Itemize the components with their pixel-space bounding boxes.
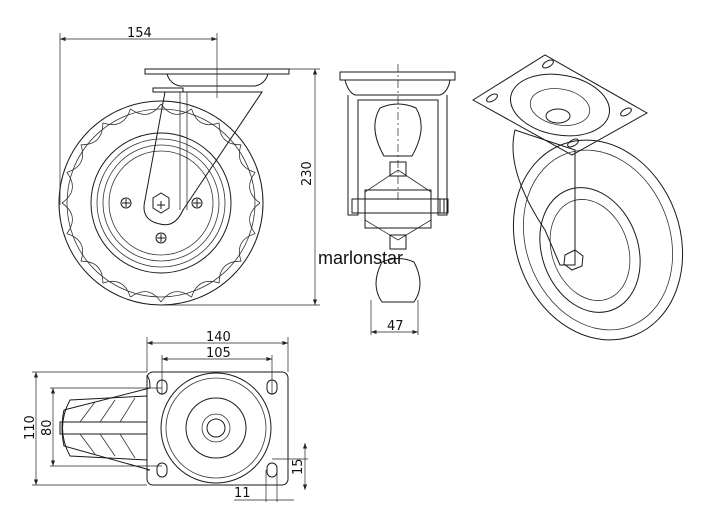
tread-mark — [61, 202, 73, 234]
tread-mark — [102, 280, 131, 298]
tread-mark — [130, 103, 162, 115]
side-view: 154 230 — [58, 26, 320, 306]
dim-offset: 154 — [127, 26, 152, 41]
tread-mark — [160, 291, 192, 303]
watermark-text: marlonstar — [318, 248, 403, 268]
dim-plate-length: 110 — [23, 415, 38, 440]
dim-hole-spacing-x: 105 — [206, 346, 231, 361]
tread-mark — [66, 233, 84, 262]
dim-tire-width: 47 — [387, 319, 404, 334]
isometric-view — [472, 54, 684, 341]
tread-mark — [238, 144, 256, 173]
dim-height: 230 — [300, 161, 315, 186]
dim-plate-width: 140 — [206, 330, 231, 345]
tread-mark — [218, 260, 242, 284]
tread-mark — [102, 108, 131, 126]
tread-mark — [218, 122, 242, 146]
dim-slot-length: 15 — [291, 458, 306, 475]
dim-slot-width: 11 — [234, 486, 251, 501]
plate-view: 140 105 110 80 15 11 — [23, 330, 308, 502]
tread-mark — [66, 144, 84, 173]
tread-mark — [249, 172, 261, 204]
bolt-icons — [120, 197, 203, 244]
tread-mark — [160, 103, 192, 115]
tread-mark — [80, 122, 104, 146]
tread-mark — [249, 202, 261, 234]
tread-mark — [238, 233, 256, 262]
front-view: 47 marlonstar — [318, 64, 456, 335]
tread-mark — [191, 108, 220, 126]
tread-mark — [80, 260, 104, 284]
dim-hole-spacing-y: 80 — [40, 419, 55, 436]
tread-mark — [61, 172, 73, 204]
tread-mark — [130, 291, 162, 303]
tread-mark — [191, 280, 220, 298]
